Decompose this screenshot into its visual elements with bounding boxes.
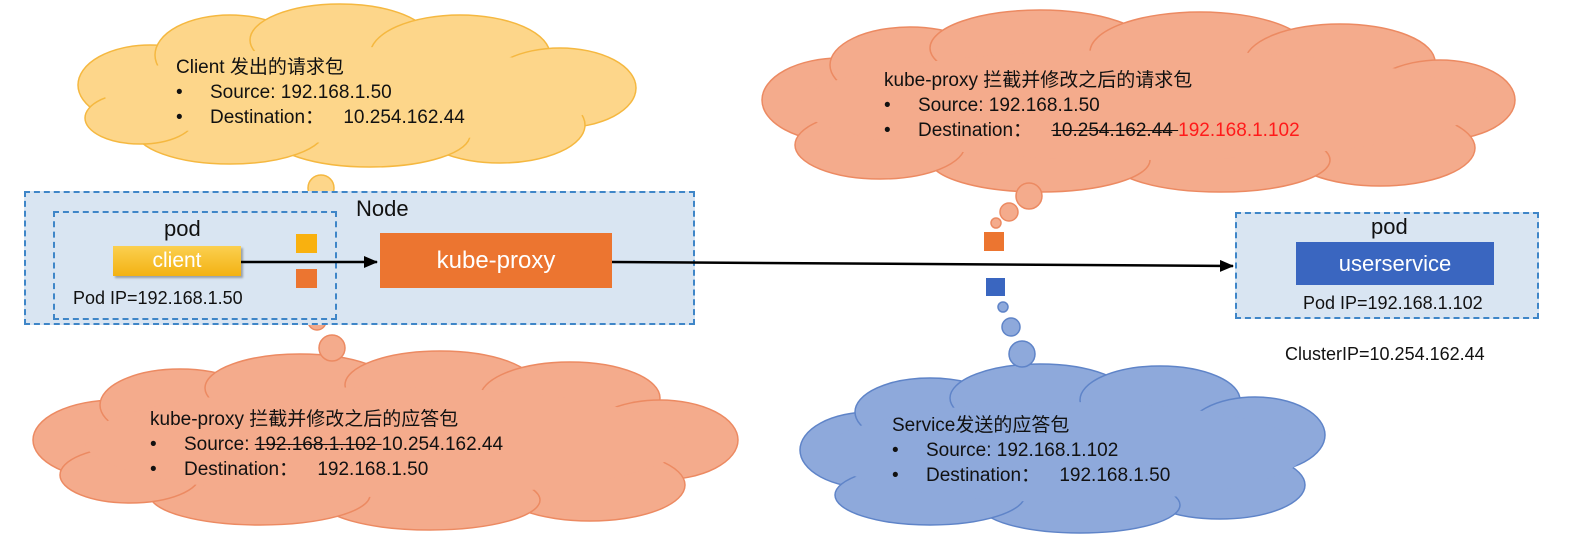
- destination-label: Destination：: [184, 459, 299, 480]
- destination-old-value: 10.254.162.44: [1051, 120, 1179, 141]
- source-value: 192.168.1.102: [996, 440, 1119, 461]
- bullet: •: [150, 434, 157, 455]
- packet-square-request: [296, 234, 317, 253]
- source-label: Source:: [184, 434, 255, 455]
- trail-proxy-request: [990, 182, 1043, 229]
- bubble-service-response-text: Service发送的应答包 • Source: 192.168.1.102 • De…: [892, 413, 1170, 488]
- source-new-value: 10.254.162.44: [381, 434, 504, 455]
- bullet: •: [176, 82, 183, 103]
- bubble-client-request-text: Client 发出的请求包 • Source: 192.168.1.50 • Des…: [176, 55, 465, 130]
- destination-value: 192.168.1.50: [317, 459, 429, 480]
- kube-proxy-box[interactable]: kube-proxy: [380, 233, 612, 288]
- bullet: •: [176, 107, 183, 128]
- packet-square-service-response: [986, 278, 1005, 296]
- packet-square-proxy-request: [984, 232, 1004, 251]
- packet-square-response: [296, 269, 317, 288]
- bullet: •: [884, 120, 891, 141]
- destination-label: Destination：: [918, 120, 1033, 141]
- source-value: 192.168.1.50: [988, 95, 1100, 116]
- cluster-ip: ClusterIP=10.254.162.44: [1285, 344, 1485, 364]
- bubble-title: kube-proxy 拦截并修改之后的应答包: [150, 409, 459, 430]
- destination-label: Destination：: [926, 465, 1041, 486]
- bullet: •: [892, 440, 899, 461]
- bubble-title: Service发送的应答包: [892, 415, 1070, 436]
- bubble-title: kube-proxy 拦截并修改之后的请求包: [884, 70, 1193, 91]
- userservice-label: userservice: [1338, 250, 1452, 276]
- destination-value: 10.254.162.44: [343, 107, 465, 128]
- bubble-proxy-request-text: kube-proxy 拦截并修改之后的请求包 • Source: 192.168.…: [884, 68, 1300, 143]
- bullet: •: [150, 459, 157, 480]
- kube-proxy-label: kube-proxy: [436, 246, 556, 274]
- bullet: •: [892, 465, 899, 486]
- userservice-box[interactable]: userservice: [1296, 242, 1494, 285]
- source-label: Source:: [926, 440, 997, 461]
- bubble-title: Client 发出的请求包: [176, 57, 344, 78]
- client-pod-label: pod: [164, 216, 201, 241]
- client-pod-container: [53, 211, 337, 320]
- bullet: •: [884, 95, 891, 116]
- trail-service-response: [997, 301, 1036, 368]
- source-label: Source:: [918, 95, 989, 116]
- destination-label: Destination：: [210, 107, 325, 128]
- node-label: Node: [356, 196, 409, 221]
- destination-value: 192.168.1.50: [1059, 465, 1171, 486]
- service-pod-label: pod: [1371, 214, 1408, 239]
- source-old-value: 192.168.1.102: [254, 434, 382, 455]
- bubble-proxy-response-text: kube-proxy 拦截并修改之后的应答包 • Source: 192.168.…: [150, 407, 503, 482]
- source-value: 192.168.1.50: [280, 82, 392, 103]
- client-app-label: client: [152, 249, 202, 272]
- client-app-box[interactable]: client: [113, 246, 241, 276]
- source-label: Source:: [210, 82, 281, 103]
- service-pod-ip: Pod IP=192.168.1.102: [1303, 293, 1483, 313]
- destination-new-value: 192.168.1.102: [1178, 120, 1300, 141]
- client-pod-ip: Pod IP=192.168.1.50: [73, 288, 243, 308]
